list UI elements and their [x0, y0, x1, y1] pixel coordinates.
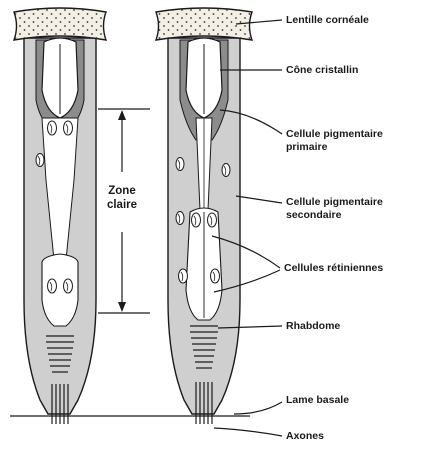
label-axones: Axones — [286, 430, 324, 442]
left-rhabdome — [46, 336, 74, 372]
label-cellule-pigmentaire-primaire-line2: primaire — [286, 141, 327, 153]
label-cellule-pigmentaire-primaire-line1: Cellule pigmentaire — [286, 128, 383, 140]
label-zone-line1: Zone — [102, 184, 142, 198]
label-rhabdome: Rhabdome — [286, 320, 340, 332]
left-ommatidium — [14, 8, 106, 424]
label-cellule-pigmentaire-secondaire-line1: Cellule pigmentaire — [286, 196, 383, 208]
label-cone-cristallin: Cône cristallin — [286, 64, 358, 76]
left-retinula-region — [42, 254, 78, 326]
label-lentille-corneale: Lentille cornéale — [286, 14, 369, 26]
label-zone-line2: claire — [102, 198, 142, 212]
label-cellules-retiniennes: Cellules rétiniennes — [284, 262, 383, 274]
label-lame-basale: Lame basale — [286, 394, 349, 406]
label-cellule-pigmentaire-secondaire-line2: secondaire — [286, 209, 341, 221]
label-zone-claire: Zone claire — [102, 184, 142, 212]
